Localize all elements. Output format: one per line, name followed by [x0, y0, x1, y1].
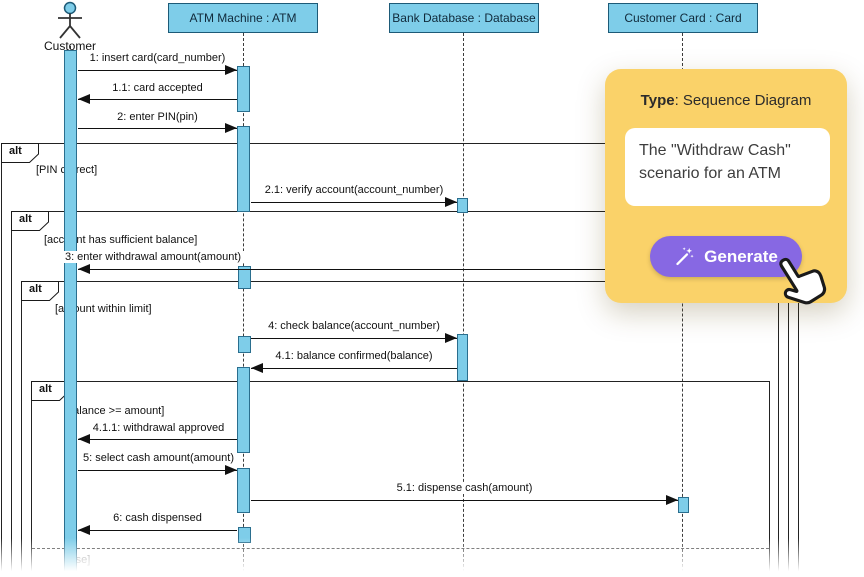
message-label: 3: enter withdrawal amount(amount) [56, 251, 250, 263]
fragment-operator: alt [29, 283, 42, 295]
message-label: 2: enter PIN(pin) [78, 111, 237, 123]
message-label: 4.1: balance confirmed(balance) [251, 350, 457, 362]
type-label: Type [640, 92, 675, 109]
diagram-type-line: Type: Sequence Diagram [605, 92, 847, 109]
message-line [78, 128, 237, 129]
alt-fragment-tab: alt [11, 211, 49, 231]
lifeline-head-customer-card: Customer Card : Card [608, 3, 758, 33]
activation-bank-database [457, 334, 468, 381]
message-line [251, 338, 457, 339]
alt-fragment-tab: alt [21, 281, 59, 301]
activation-atm [237, 367, 250, 453]
alt-fragment-tab: alt [1, 143, 39, 163]
message-line [78, 439, 237, 440]
message-label: 2.1: verify account(account_number) [251, 184, 457, 196]
arrowhead-icon [78, 264, 90, 274]
arrowhead-icon [225, 465, 237, 475]
message-label: 1.1: card accepted [78, 82, 237, 94]
fragment-operator: alt [19, 213, 32, 225]
generate-button[interactable]: Generate [650, 236, 802, 277]
activation-bank-database [457, 198, 468, 213]
lifeline-atm [243, 33, 244, 577]
actor-name: Customer [43, 39, 96, 53]
activation-atm [237, 126, 250, 212]
message-line [251, 202, 457, 203]
bottom-fade [0, 538, 864, 577]
fragment-operator: alt [39, 383, 52, 395]
message-label: 5: select cash amount(amount) [80, 452, 237, 464]
activation-atm [238, 527, 251, 543]
message-line [78, 70, 237, 71]
arrowhead-icon [251, 363, 263, 373]
message-line [78, 99, 237, 100]
message-line [251, 368, 457, 369]
activation-atm [238, 336, 251, 353]
activation-atm [238, 266, 251, 289]
arrowhead-icon [666, 495, 678, 505]
message-label: 1: insert card(card_number) [78, 52, 237, 64]
lifeline-head-atm: ATM Machine : ATM [168, 3, 318, 33]
message-label: 6: cash dispensed [78, 512, 237, 524]
message-line [251, 500, 678, 501]
lifeline-bank-database [463, 33, 464, 577]
message-label: 4.1.1: withdrawal approved [80, 422, 237, 434]
activation-customer [64, 50, 77, 577]
guard-balance-ge-amount: [balance >= amount] [64, 405, 165, 417]
fragment-operator: alt [9, 145, 22, 157]
activation-customer-card [678, 497, 689, 513]
message-line [78, 470, 237, 471]
arrowhead-icon [445, 197, 457, 207]
guard-sufficient-balance: [account has sufficient balance] [44, 234, 198, 246]
prompt-text: The "Withdraw Cash" scenario for an ATM [625, 128, 830, 206]
activation-atm [237, 468, 250, 513]
guard-amount-within-limit: [amount within limit] [55, 303, 152, 315]
arrowhead-icon [225, 123, 237, 133]
ai-generate-card: Type: Sequence Diagram The "Withdraw Cas… [605, 69, 847, 305]
alt-else-divider [32, 548, 769, 549]
generate-button-label: Generate [704, 246, 778, 266]
lifeline-customer-card [682, 33, 683, 577]
magic-wand-icon [676, 247, 694, 266]
actor-icon [58, 1, 82, 39]
activation-atm [237, 66, 250, 112]
type-value: : Sequence Diagram [674, 92, 812, 109]
message-label: 5.1: dispense cash(amount) [251, 482, 678, 494]
message-line [78, 530, 237, 531]
message-line [78, 269, 683, 270]
arrowhead-icon [225, 65, 237, 75]
arrowhead-icon [78, 525, 90, 535]
arrowhead-icon [445, 333, 457, 343]
arrowhead-icon [78, 94, 90, 104]
lifeline-head-bank-database: Bank Database : Database [389, 3, 539, 33]
message-label: 4: check balance(account_number) [251, 320, 457, 332]
arrowhead-icon [78, 434, 90, 444]
